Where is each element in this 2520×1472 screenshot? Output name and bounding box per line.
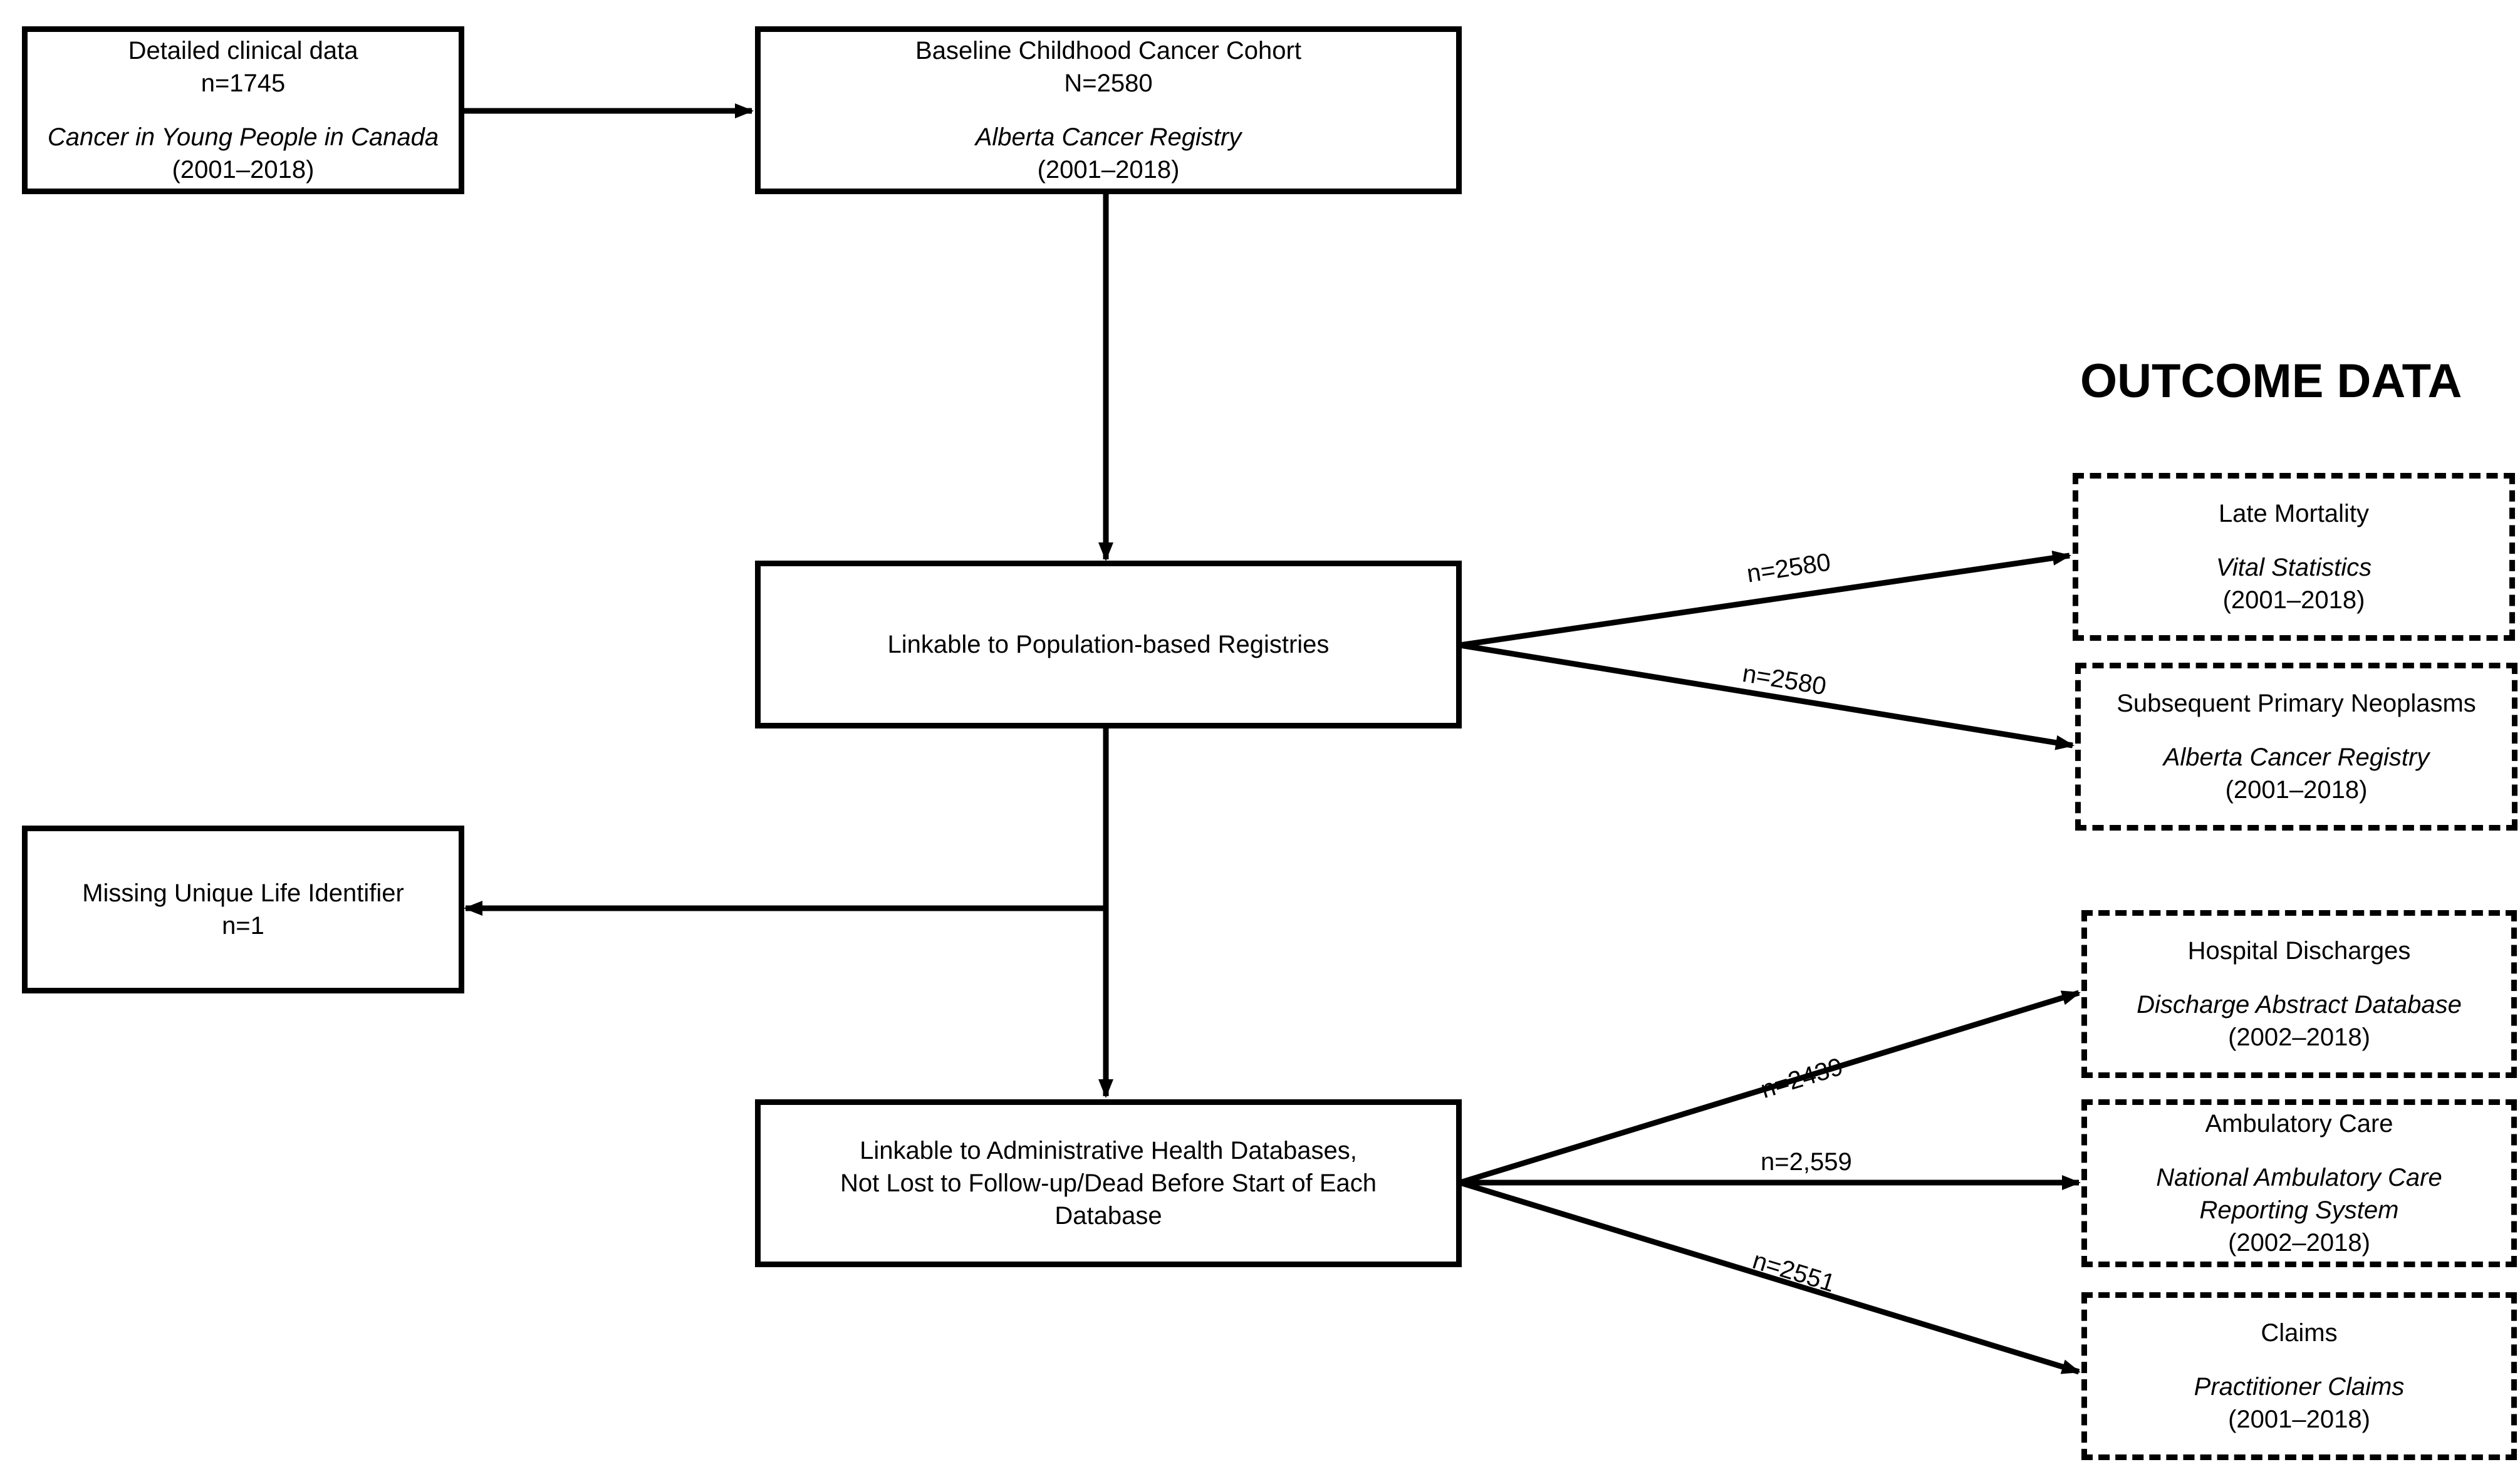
admin-databases-box: Linkable to Administrative Health Databa… <box>755 1099 1462 1267</box>
spn-title: Subsequent Primary Neoplasms <box>2116 690 2476 717</box>
arrow-to-spn <box>1459 642 2075 750</box>
claims-box: Claims Practitioner Claims (2001–2018) <box>2081 1292 2517 1460</box>
claims-source: Practitioner Claims <box>2194 1373 2405 1401</box>
ambulatory-source-1: National Ambulatory Care <box>2156 1164 2442 1191</box>
ambulatory-source-2: Reporting System <box>2199 1196 2399 1224</box>
clinical-data-box: Detailed clinical data n=1745 Cancer in … <box>22 26 464 194</box>
baseline-cohort-box: Baseline Childhood Cancer Cohort N=2580 … <box>755 26 1462 194</box>
late-mortality-source: Vital Statistics <box>2215 554 2372 581</box>
admin-line-2: Not Lost to Follow-up/Dead Before Start … <box>840 1169 1377 1197</box>
spn-box: Subsequent Primary Neoplasms Alberta Can… <box>2075 663 2517 831</box>
late-mortality-title: Late Mortality <box>2218 500 2370 527</box>
clinical-count: n=1745 <box>200 70 286 97</box>
admin-line-3: Database <box>1054 1202 1162 1230</box>
late-mortality-years: (2001–2018) <box>2222 586 2365 614</box>
clinical-title: Detailed clinical data <box>128 37 358 65</box>
missing-title: Missing Unique Life Identifier <box>82 879 404 907</box>
baseline-count: N=2580 <box>1064 70 1153 97</box>
ambulatory-care-box: Ambulatory Care National Ambulatory Care… <box>2081 1099 2517 1267</box>
ambulatory-title: Ambulatory Care <box>2205 1110 2393 1138</box>
baseline-years: (2001–2018) <box>1037 156 1180 184</box>
arrow-to-claims <box>1459 1179 2081 1375</box>
spn-years: (2001–2018) <box>2225 776 2368 804</box>
registries-box: Linkable to Population-based Registries <box>755 561 1462 728</box>
hospital-discharges-box: Hospital Discharges Discharge Abstract D… <box>2081 910 2517 1078</box>
late-mortality-box: Late Mortality Vital Statistics (2001–20… <box>2073 473 2515 641</box>
hospital-source: Discharge Abstract Database <box>2137 991 2462 1018</box>
clinical-years: (2001–2018) <box>172 156 315 184</box>
hospital-title: Hospital Discharges <box>2187 937 2411 965</box>
clinical-source: Cancer in Young People in Canada <box>47 123 439 151</box>
arrow-to-late-mortality <box>1459 551 2071 648</box>
outcome-data-heading: OUTCOME DATA <box>2080 355 2462 408</box>
edge-label-ambulatory: n=2,559 <box>1761 1148 1852 1176</box>
claims-years: (2001–2018) <box>2228 1406 2370 1433</box>
missing-identifier-box: Missing Unique Life Identifier n=1 <box>22 826 464 993</box>
spn-source: Alberta Cancer Registry <box>2163 744 2430 771</box>
missing-count: n=1 <box>222 912 264 940</box>
claims-title: Claims <box>2261 1319 2338 1347</box>
baseline-title: Baseline Childhood Cancer Cohort <box>915 37 1301 65</box>
admin-line-1: Linkable to Administrative Health Databa… <box>860 1137 1357 1164</box>
arrow-to-hospital <box>1459 990 2081 1186</box>
registries-title: Linkable to Population-based Registries <box>887 631 1330 658</box>
ambulatory-years: (2002–2018) <box>2228 1229 2370 1257</box>
hospital-years: (2002–2018) <box>2228 1024 2370 1051</box>
baseline-source: Alberta Cancer Registry <box>975 123 1242 151</box>
